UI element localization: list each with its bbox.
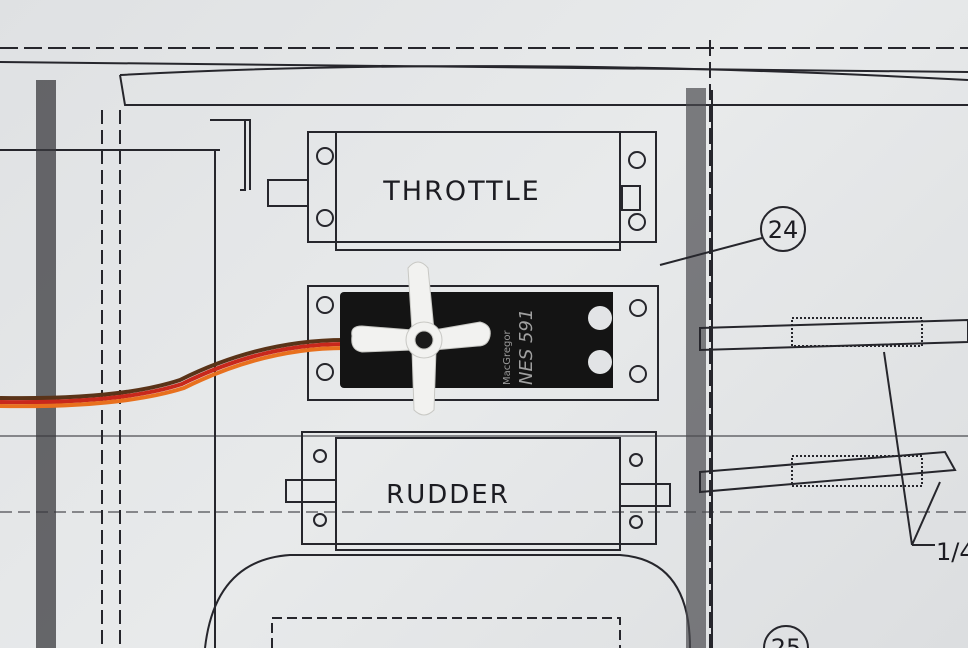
pushrods [699,317,968,546]
callout-25-circle [763,625,809,648]
callout-24-circle [760,206,806,252]
servo-wire [0,338,346,409]
right-spar [686,88,706,648]
servo-horn [351,261,491,416]
plan-lines [0,40,968,648]
throttle-label: THROTTLE [382,176,540,207]
servo-model: NES 591 [516,309,537,385]
servo-brand: MacGregor [502,329,513,385]
left-spar [36,80,56,648]
rudder-label: RUDDER [386,480,510,510]
rudder-servo-outline [285,431,671,551]
callout-24-label: 24 [768,216,799,244]
callout-25-label: 25 [771,634,802,648]
thickness-label: 1/4 [936,538,968,566]
throttle-servo-outline [267,131,657,251]
